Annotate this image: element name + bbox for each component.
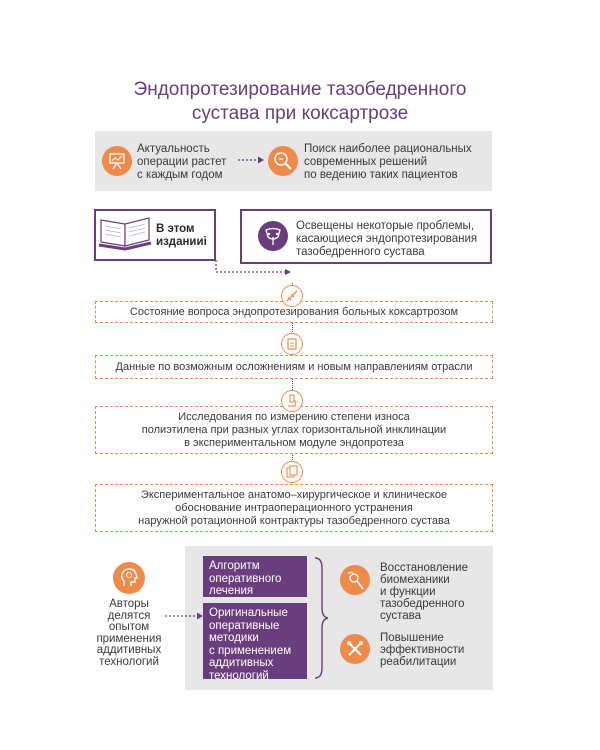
authors-line-3: опытом [108, 621, 150, 633]
methods-box: Оригинальные оперативные методики с прим… [203, 603, 307, 682]
authors-line-4: применения [96, 632, 162, 645]
methods-line-5: аддитивных [209, 657, 274, 669]
relevance-line-2: операции растет [137, 156, 227, 168]
search-line-3: по ведению таких пациентов [304, 169, 458, 181]
authors-text: Авторы делятся опытом применения аддитив… [96, 598, 162, 668]
edition-connector [215, 260, 291, 275]
problems-line-1: Освещены некоторые проблемы, [296, 220, 475, 232]
step-3-line-2: полиэтилена при разных углах горизонталь… [141, 423, 447, 436]
step-4-box: Экспериментальное анатомо–хирургическое … [95, 484, 493, 532]
title-line-2: сустава при коксартрозе [191, 103, 409, 124]
title-line-1: Эндопротезирование тазобедренного [133, 79, 467, 100]
tools-icon [340, 634, 370, 664]
relevance-line-3: с каждым годом [137, 169, 223, 181]
methods-line-4: с применением [209, 644, 292, 657]
this-edition-line-2: изданииi [156, 236, 207, 248]
biomechanics-line-4: тазобедренного [380, 598, 465, 610]
joint-icon [340, 565, 370, 595]
head-icon [113, 562, 145, 594]
problems-line-2: касающиеся эндопротезирования [296, 233, 478, 245]
algorithm-box: Алгоритм оперативного лечения [203, 556, 307, 597]
step-2-text: Данные по возможным осложнениям и новым … [115, 360, 473, 373]
magnifier-icon [268, 146, 298, 176]
brace [314, 557, 329, 679]
step-4-line-2: обоснование интраоперационного устранени… [175, 501, 413, 514]
biomechanics-line-3: и функции [380, 586, 436, 598]
authors-line-5: аддитивных [96, 644, 162, 656]
biomechanics-text: Восстановление биомеханики и функции таз… [380, 562, 468, 622]
clipboard-icon [281, 333, 303, 355]
step-4-line-1: Экспериментальное анатомо–хирургическое … [140, 488, 448, 501]
authors-line-6: технологий [99, 655, 159, 668]
relevance-text: Актуальность операции растет с каждым го… [137, 143, 226, 182]
chart-presentation-icon [102, 146, 132, 176]
ruler-icon [281, 285, 303, 307]
this-edition-line-1: В этом [156, 223, 195, 235]
algorithm-line-1: Алгоритм [209, 560, 260, 572]
rehabilitation-line-2: эффективности [380, 644, 465, 656]
step-3-line-1: Исследования по измерению степени износа [178, 410, 410, 423]
rehabilitation-text: Повышение эффективности реабилитации [380, 632, 464, 668]
biomechanics-line-1: Восстановление [380, 562, 468, 574]
rehabilitation-line-1: Повышение [380, 632, 444, 644]
dotted-arrow [238, 156, 264, 164]
algorithm-line-2: оперативного [209, 572, 282, 585]
algorithm-line-3: лечения [209, 585, 254, 597]
page-title: Эндопротезирование тазобедренного сустав… [0, 78, 600, 126]
biomechanics-line-2: биомеханики [380, 574, 450, 586]
relevance-line-1: Актуальность [137, 143, 210, 155]
step-1-box: Состояние вопроса эндопротезирования бол… [95, 301, 493, 323]
authors-arrow [165, 612, 203, 620]
rehabilitation-line-3: реабилитации [380, 656, 457, 668]
flow-line [292, 283, 293, 478]
open-book-icon [97, 216, 155, 261]
step-4-line-3: наружной ротационной контрактуры тазобед… [138, 514, 450, 527]
pelvis-icon [258, 221, 288, 251]
biomechanics-line-5: сустава [380, 610, 422, 622]
search-line-1: Поиск наиболее рациональных [304, 143, 472, 155]
problems-text: Освещены некоторые проблемы, касающиеся … [296, 220, 477, 259]
step-3-box: Исследования по измерению степени износа… [95, 406, 493, 454]
authors-line-1: Авторы [109, 598, 149, 610]
microscope-icon [281, 390, 303, 412]
methods-line-2: оперативные [209, 619, 280, 632]
search-line-2: современных решений [304, 156, 428, 168]
this-edition-label: В этом изданииi [156, 223, 207, 249]
step-2-box: Данные по возможным осложнениям и новым … [95, 355, 493, 379]
methods-line-3: методики [209, 632, 259, 644]
authors-line-2: делятся [107, 609, 151, 622]
problems-line-3: тазобедренного сустава [296, 246, 425, 258]
methods-line-1: Оригинальные [209, 607, 288, 619]
step-3-line-3: в экспериментальном модуле эндопротеза [184, 436, 404, 449]
methods-line-6: технологий [209, 669, 269, 682]
search-solutions-text: Поиск наиболее рациональных современных … [304, 143, 472, 182]
step-1-text: Состояние вопроса эндопротезирования бол… [129, 305, 459, 318]
documents-icon [281, 461, 303, 483]
